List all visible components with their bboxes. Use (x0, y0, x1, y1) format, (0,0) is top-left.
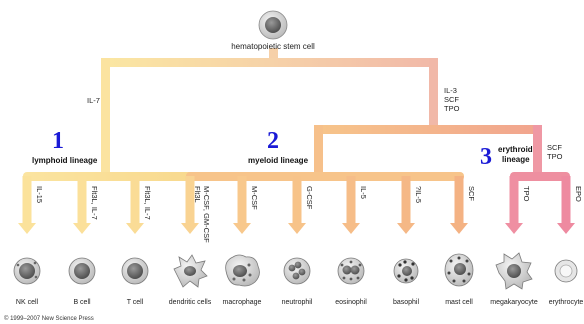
cell-label-3: dendritic cells (169, 299, 212, 306)
myeloid-lineage-name: myeloid lineage (248, 156, 309, 165)
branch-drop-2 (131, 176, 140, 224)
cell-factor-3-0: Flt3L (193, 186, 202, 203)
cell-label-6: eosinophil (335, 299, 367, 306)
lymphoid-lineage-label: 1 lymphoid lineage (32, 128, 98, 165)
dendritic-cell-icon (174, 255, 207, 287)
lymphoid-trunk (101, 58, 110, 180)
branch-arrow-10 (557, 223, 575, 234)
right-trunk (429, 58, 438, 130)
erythrocyte-icon (555, 260, 577, 282)
copyright: © 1999–2007 New Science Press (4, 315, 94, 322)
erythroid-trunk (533, 125, 542, 180)
cell-label-4: macrophage (223, 299, 262, 306)
branch-arrow-3 (181, 223, 199, 234)
cell-factor-4: M-CSF (250, 186, 259, 210)
eosinophil-icon (338, 258, 364, 284)
branch-arrow-0 (18, 223, 36, 234)
branch-arrow-5 (288, 223, 306, 234)
ery-scf-factor: SCF (547, 143, 562, 152)
t-cell-icon (122, 258, 148, 284)
erythroid-bar (510, 172, 570, 181)
branch-drop-1 (78, 176, 87, 224)
lymphoid-bar (23, 172, 195, 181)
branch-drop-7 (402, 176, 411, 224)
stem-cell: hematopoietic stem cell (231, 11, 315, 51)
erythroid-lineage-name-1: erythroid (498, 145, 533, 154)
branch-drop-9 (510, 176, 519, 224)
erythroid-lineage-name-2: lineage (502, 155, 530, 164)
lymphoid-lineage-name: lymphoid lineage (32, 156, 98, 165)
branch-arrow-2 (126, 223, 144, 234)
branch-drop-0 (23, 176, 32, 224)
megakaryocyte-icon (496, 253, 532, 289)
branch-arrow-7 (397, 223, 415, 234)
branch-arrow-8 (450, 223, 468, 234)
cell-label-0: NK cell (16, 299, 39, 306)
cell-factor-6: IL-5 (359, 186, 368, 199)
cell-factor-5: G-CSF (305, 186, 314, 210)
branch-arrow-1 (73, 223, 91, 234)
branch-arrow-6 (342, 223, 360, 234)
myeloid-erythroid-branch (314, 125, 542, 134)
lineage-number-1: 1 (52, 128, 64, 154)
branch-drop-8 (455, 176, 464, 224)
myeloid-lineage-label: 2 myeloid lineage (248, 128, 309, 165)
il7-factor: IL-7 (87, 96, 100, 105)
cell-factor-10: EPO (574, 186, 583, 202)
stem-cell-nucleus (265, 17, 281, 33)
branch-drop-4 (238, 176, 247, 224)
myeloid-bar (186, 172, 464, 181)
branch-arrow-9 (505, 223, 523, 234)
myeloid-factors: IL-3 SCF TPO (444, 86, 460, 113)
top-branch (101, 58, 438, 67)
erythroid-lineage-label: 3 erythroid lineage (480, 144, 533, 170)
stem-cell-label: hematopoietic stem cell (231, 42, 315, 51)
cell-factor-3-1: M-CSF, GM-CSF (202, 186, 211, 243)
branch-arrow-4 (233, 223, 251, 234)
cell-label-1: B cell (73, 299, 91, 306)
cell-factor-2: Flt3L, IL-7 (143, 186, 152, 220)
scf-factor: SCF (444, 95, 459, 104)
cell-factor-7: ?IL-5 (414, 186, 423, 203)
cell-factor-9: TPO (522, 186, 531, 202)
erythroid-factors: SCF TPO (547, 143, 563, 161)
cell-factor-0: IL-15 (35, 186, 44, 203)
mast-cell-icon (445, 254, 473, 286)
lineage-number-3: 3 (480, 144, 492, 170)
branch-drop-10 (562, 176, 571, 224)
branch-drop-6 (347, 176, 356, 224)
nk-cell-icon (14, 258, 40, 284)
il3-factor: IL-3 (444, 86, 457, 95)
b-cell-icon (69, 258, 95, 284)
cell-label-7: basophil (393, 299, 420, 306)
cell-label-2: T cell (127, 299, 144, 306)
neutrophil-icon (284, 258, 310, 284)
macrophage-icon (226, 255, 260, 286)
cell-label-10: erythrocyte (549, 299, 584, 306)
cell-label-8: mast cell (445, 299, 473, 306)
mature-cells: NK cell B cell T cell dendritic cells macrop… (14, 253, 583, 306)
basophil-icon (394, 259, 418, 283)
ery-tpo-factor: TPO (547, 152, 563, 161)
branch-drop-5 (293, 176, 302, 224)
cell-label-5: neutrophil (282, 299, 313, 306)
cell-factor-1: Flt3L, IL-7 (90, 186, 99, 220)
cell-label-9: megakaryocyte (490, 299, 538, 306)
myeloid-trunk (314, 125, 323, 180)
lineage-number-2: 2 (267, 128, 279, 154)
cell-factor-8: SCF (467, 186, 476, 201)
tpo-factor: TPO (444, 104, 460, 113)
